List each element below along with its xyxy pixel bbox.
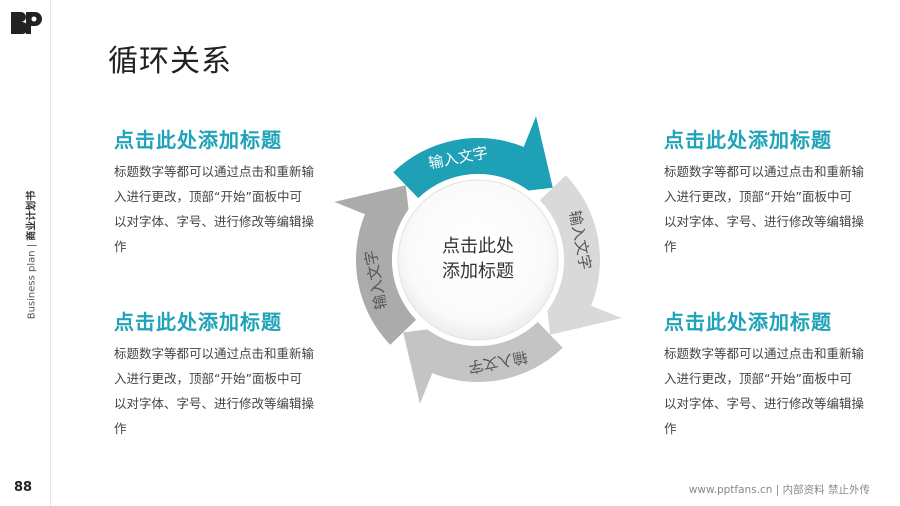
- block-title[interactable]: 点击此处添加标题: [114, 128, 282, 152]
- block-title[interactable]: 点击此处添加标题: [664, 310, 832, 334]
- sidebar-divider: [50, 0, 51, 506]
- block-body[interactable]: 标题数字等都可以通过点击和重新输入进行更改，顶部“开始”面板中可以对字体、字号、…: [114, 346, 315, 436]
- block-title[interactable]: 点击此处添加标题: [664, 128, 832, 152]
- bp-logo: [11, 12, 42, 34]
- center-label-line2: 添加标题: [442, 261, 514, 282]
- block-title[interactable]: 点击此处添加标题: [114, 310, 282, 334]
- cycle-arrow-left[interactable]: [334, 185, 417, 345]
- cycle-arrow-right[interactable]: [539, 175, 622, 335]
- page-number: 88: [14, 480, 33, 495]
- center-circle[interactable]: [397, 179, 559, 341]
- text-block-top-left: 点击此处添加标题 标题数字等都可以通过点击和重新输入进行更改，顶部“开始”面板中…: [114, 124, 314, 259]
- center-label-line1: 点击此处: [442, 236, 514, 257]
- block-body[interactable]: 标题数字等都可以通过点击和重新输入进行更改，顶部“开始”面板中可以对字体、字号、…: [114, 164, 315, 254]
- cycle-arrow-bottom[interactable]: [403, 321, 563, 404]
- text-block-top-right: 点击此处添加标题 标题数字等都可以通过点击和重新输入进行更改，顶部“开始”面板中…: [664, 124, 864, 259]
- page-title: 循环关系: [108, 44, 232, 79]
- center-label[interactable]: 点击此处 添加标题: [398, 234, 558, 284]
- text-block-bottom-left: 点击此处添加标题 标题数字等都可以通过点击和重新输入进行更改，顶部“开始”面板中…: [114, 306, 314, 441]
- cycle-arrow-top[interactable]: [393, 116, 553, 199]
- footer-text: www.pptfans.cn | 内部资料 禁止外传: [688, 484, 870, 496]
- block-body[interactable]: 标题数字等都可以通过点击和重新输入进行更改，顶部“开始”面板中可以对字体、字号、…: [664, 164, 865, 254]
- block-body[interactable]: 标题数字等都可以通过点击和重新输入进行更改，顶部“开始”面板中可以对字体、字号、…: [664, 346, 865, 436]
- sidebar-vertical-text: Business plan | 商业计划书: [26, 190, 38, 320]
- text-block-bottom-right: 点击此处添加标题 标题数字等都可以通过点击和重新输入进行更改，顶部“开始”面板中…: [664, 306, 864, 441]
